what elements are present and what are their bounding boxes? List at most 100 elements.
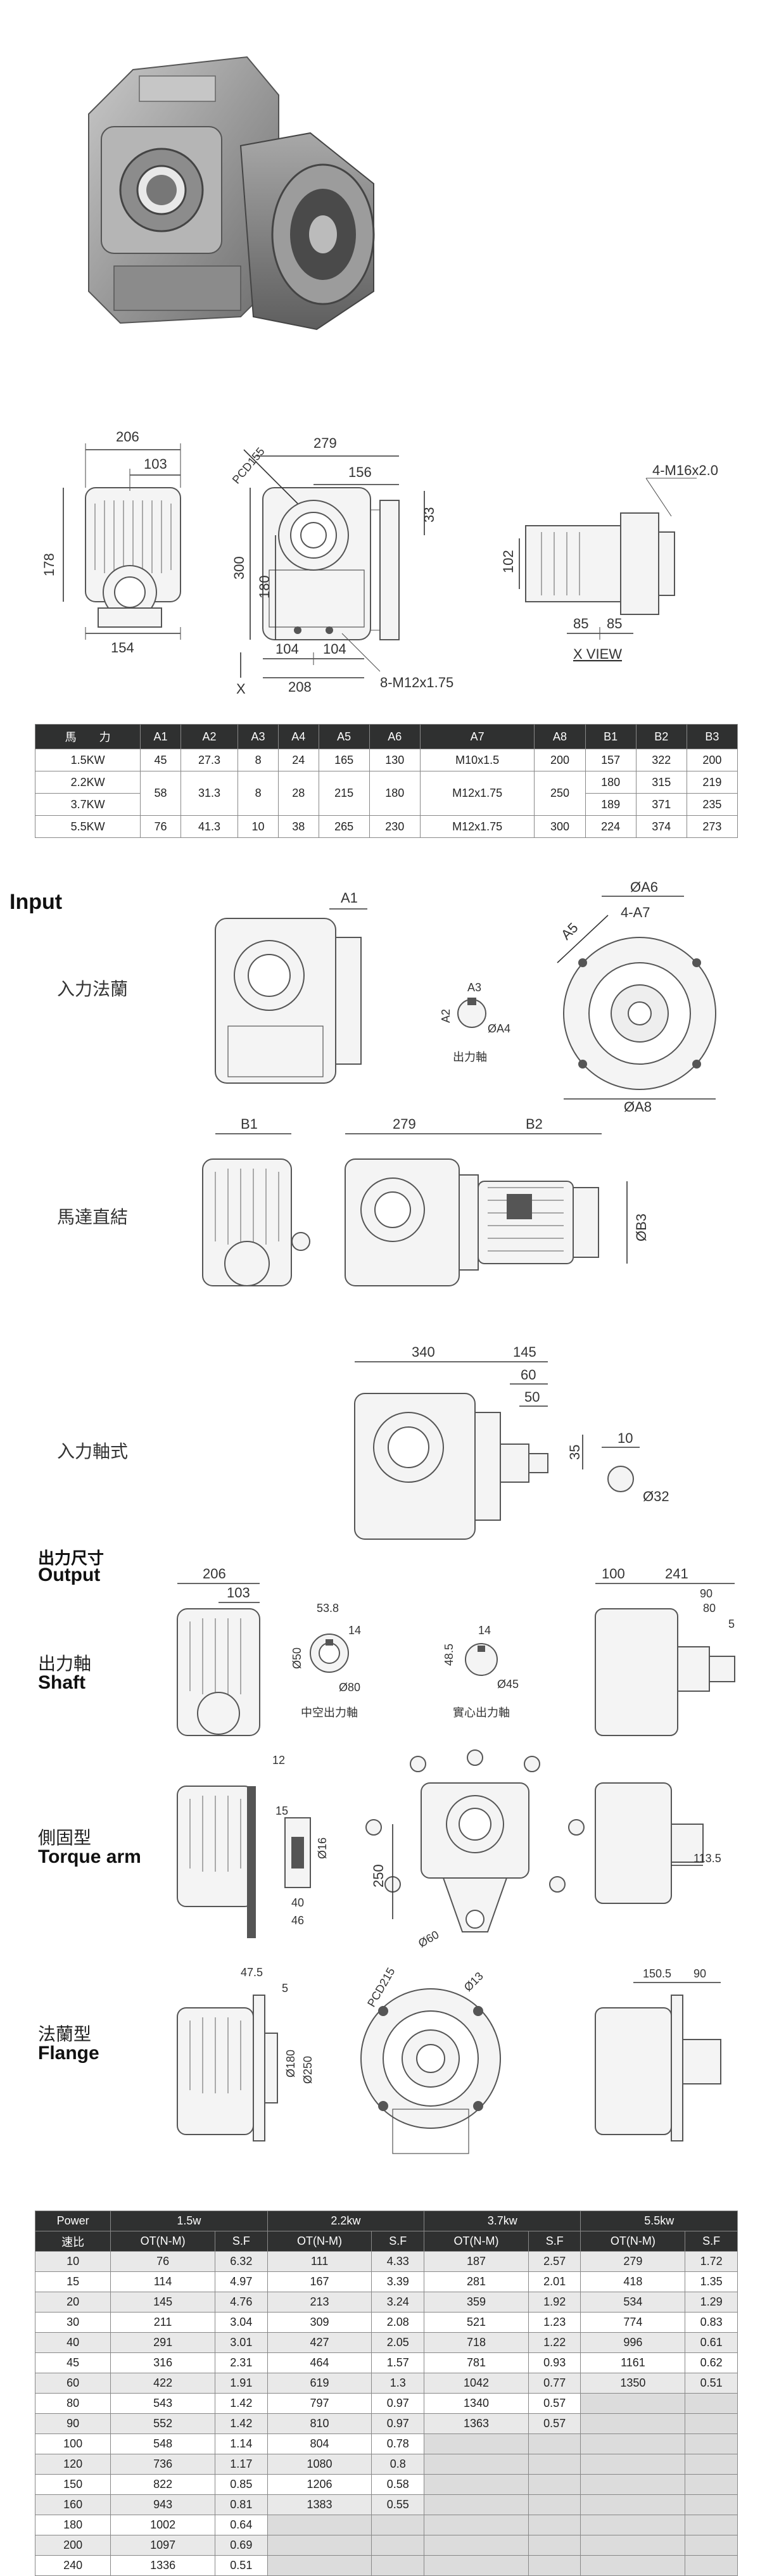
table-cell: 30 [34,2312,111,2333]
solid-shaft-label: 實心出力軸 [453,1706,510,1719]
table-cell: 0.64 [215,2515,268,2535]
dim-279: 279 [393,1116,416,1132]
output-shaft-drawing: 206 103 53.8 14 Ø50 Ø80 中空出力軸 48.5 14 Ø4… [177,1566,735,1736]
table-cell: 5.5KW [34,815,141,838]
table-cell: 219 [686,771,738,794]
flange-face-view [563,937,716,1090]
table-cell: 774 [580,2312,686,2333]
dim-4-m16: 4-M16x2.0 [652,462,718,478]
dim-300: 300 [231,556,247,580]
table-cell: 322 [635,749,687,771]
table-header-row: 馬 力 A1 A2 A3 A4 A5 A6 A7 A8 B1 B2 B3 [34,724,738,749]
dim-14: 14 [348,1624,361,1637]
table-cell: 189 [585,793,636,816]
header-cell: 5.5kw [580,2211,738,2231]
table-cell: 0.57 [528,2393,581,2414]
table-cell: 1.29 [685,2292,738,2313]
table-cell: 211 [110,2312,216,2333]
flange-top-view [595,1995,721,2141]
gearbox-side-view [202,1158,310,1286]
dim-16: Ø16 [316,1837,329,1859]
dim-a4: ØA4 [488,1022,510,1035]
table-cell: 3.04 [215,2312,268,2333]
gearbox-side-view [177,1786,256,1938]
table-cell: 359 [424,2292,529,2313]
torque-arm-top-view [595,1782,704,1904]
header-cell: A5 [318,724,370,749]
dim-80-right: 80 [703,1602,716,1615]
table-cell: 543 [110,2393,216,2414]
table-cell: 180 [369,771,421,816]
view-marker-x: X [236,681,246,697]
table-cell [685,2515,738,2535]
table-cell: 27.3 [180,749,239,771]
table-cell: 180 [585,771,636,794]
gearbox-front-view [215,918,362,1084]
output-flange-drawing: 47.5 5 Ø180 Ø250 PCD215 Ø13 150.5 90 [177,1965,721,2154]
dim-13: Ø13 [462,1970,486,1994]
table-cell: 1.72 [685,2251,738,2272]
input-flange-drawing: A1 A3 A2 ØA4 出力軸 ØA6 4-A7 A5 ØA8 [215,880,716,1115]
table-cell: 1206 [267,2474,372,2495]
table-cell [580,2454,686,2475]
table-cell: 279 [580,2251,686,2272]
table-cell: 0.57 [528,2413,581,2434]
shaft-label-en: Shaft [38,1672,86,1693]
table-cell: 45 [140,749,181,771]
dim-206: 206 [203,1566,226,1582]
table-row: 3.7KW 189 371 235 [34,793,738,816]
gearbox-photo [88,56,375,331]
table-cell: 718 [424,2332,529,2353]
table-cell: 200 [686,749,738,771]
table-cell: 0.78 [371,2433,425,2454]
table-cell: 200 [534,749,586,771]
table-cell: 0.58 [371,2474,425,2495]
table-cell: 130 [369,749,421,771]
dim-156: 156 [348,464,372,480]
table-cell [424,2555,529,2576]
table-cell [580,2555,686,2576]
torque-bracket-detail [284,1817,311,1888]
dim-8-m12: 8-M12x1.75 [380,675,453,690]
table-cell: 822 [110,2474,216,2495]
table-cell: 464 [267,2352,372,2373]
table-cell: 427 [267,2332,372,2353]
table-cell: 1002 [110,2515,216,2535]
table-cell: 60 [34,2373,111,2394]
table-cell: 31.3 [180,771,239,816]
header-cell: OT(N-M) [267,2231,372,2252]
table-cell: 2.57 [528,2251,581,2272]
header-cell: OT(N-M) [580,2231,686,2252]
table-cell: 1.14 [215,2433,268,2454]
table-cell: 371 [635,793,687,816]
dim-10: 10 [618,1430,633,1446]
table-cell: M10x1.5 [419,749,535,771]
table-cell: 0.51 [215,2555,268,2576]
table-cell: 0.77 [528,2373,581,2394]
header-cell: OT(N-M) [110,2231,216,2252]
dim-48-5: 48.5 [443,1644,455,1666]
table-cell: 309 [267,2312,372,2333]
table-cell: 0.51 [685,2373,738,2394]
dim-50: Ø50 [291,1647,303,1669]
header-cell: S.F [215,2231,268,2252]
header-cell: A2 [180,724,239,749]
dim-a8: ØA8 [624,1099,652,1115]
gearbox-side-view [85,487,181,628]
dim-102: 102 [500,550,516,573]
dim-a2: A2 [440,1009,452,1023]
header-cell: B2 [635,724,687,749]
table-cell: 20 [34,2292,111,2313]
dim-340: 340 [412,1344,435,1360]
table-cell: 2.2KW [34,771,141,794]
dim-a5: A5 [558,920,581,943]
dim-206: 206 [116,429,139,445]
x-view-label: X VIEW [573,646,622,662]
